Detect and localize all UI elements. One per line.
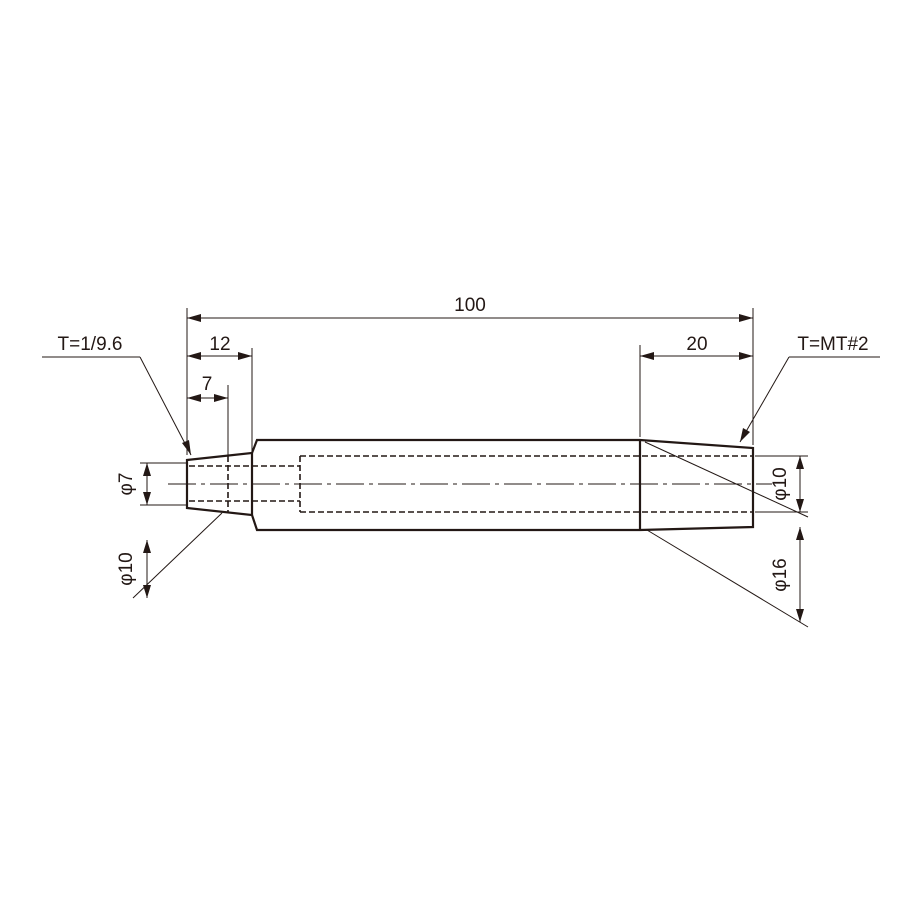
part-outline xyxy=(185,438,755,532)
dim-small-taper-length: 12 xyxy=(209,334,230,355)
dimension-lines xyxy=(143,314,804,622)
dim-small-taper-diameter: φ10 xyxy=(116,552,137,585)
small-taper-outline xyxy=(185,438,755,532)
dim-small-bore-depth: 7 xyxy=(202,374,213,395)
extension-lines xyxy=(140,308,808,513)
note-large-taper: T=MT#2 xyxy=(797,334,868,355)
dim-overall-length: 100 xyxy=(454,295,486,316)
leader-lines xyxy=(42,356,880,628)
dimension-labels: 100 12 7 20 T=1/9.6 T=MT#2 φ7 φ10 φ10 φ1… xyxy=(58,295,869,592)
dim-body-diameter: φ16 xyxy=(770,558,791,591)
note-small-taper: T=1/9.6 xyxy=(58,334,123,355)
dim-large-end-diameter: φ10 xyxy=(770,467,791,500)
dim-large-taper-length: 20 xyxy=(686,334,707,355)
dim-small-end-diameter: φ7 xyxy=(116,473,137,496)
